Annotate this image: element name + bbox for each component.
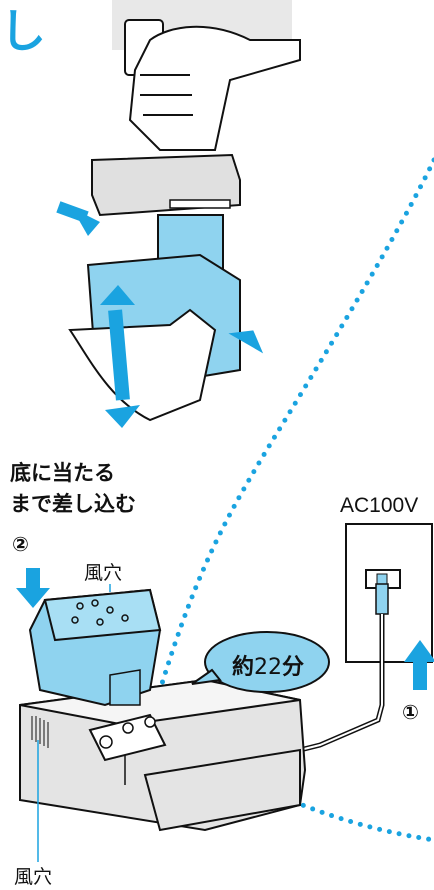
battery-pack <box>28 588 162 707</box>
instruction-text: 底に当たる まで差し込む <box>10 458 136 520</box>
charge-time-text: 約22分 <box>232 649 304 681</box>
wall-outlet <box>345 523 433 663</box>
charge-time-prefix: 約 <box>232 655 255 680</box>
dotted-guide-line-upper <box>157 157 434 693</box>
up-arrow-icon <box>404 640 434 690</box>
step-1-marker: ① <box>402 700 419 724</box>
down-arrow-icon <box>16 568 50 608</box>
charge-time-bubble <box>191 631 330 693</box>
instruction-line-2: まで差し込む <box>10 492 136 516</box>
vent-label-bottom: 風穴 <box>14 866 53 888</box>
vent-label-top: 風穴 <box>84 562 123 584</box>
charger-illustration <box>19 678 307 832</box>
step-2-marker: ② <box>12 532 29 556</box>
charge-time-value: 22 <box>254 655 283 680</box>
drill-illustration <box>56 0 301 428</box>
charge-time-suffix: 分 <box>282 655 305 680</box>
power-cord <box>299 583 389 753</box>
power-label: AC100V <box>340 494 419 517</box>
heading-fragment: し <box>0 4 46 58</box>
instruction-line-1: 底に当たる <box>10 461 115 485</box>
